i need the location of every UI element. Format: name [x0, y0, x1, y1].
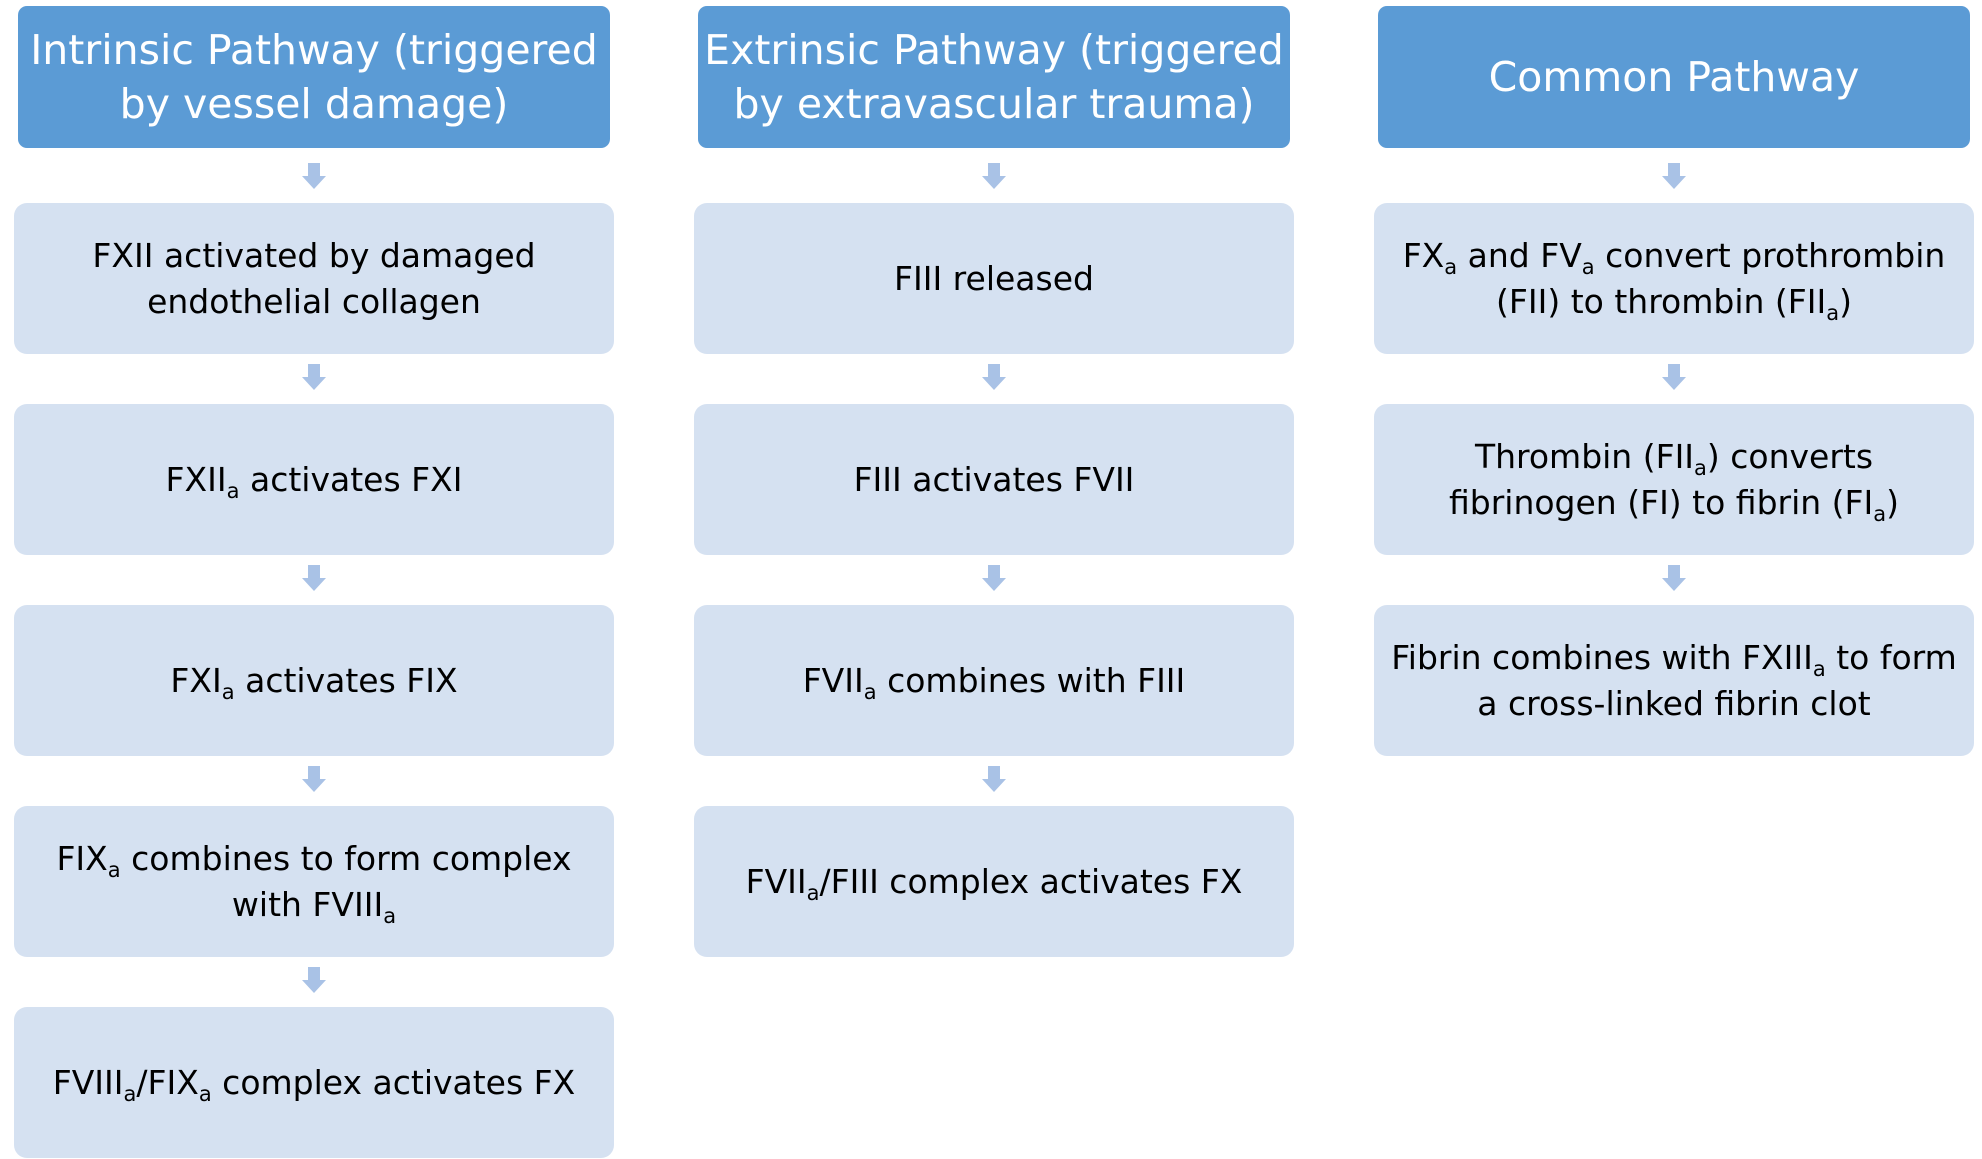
pathway-step-text: FVIIIa/FIXa complex activates FX: [52, 1062, 576, 1106]
down-arrow-icon: [302, 565, 326, 591]
pathway-step-extrinsic: FIII released: [694, 203, 1294, 354]
pathway-step-text: Fibrin combines with FXIIIa to form a cr…: [1391, 637, 1957, 723]
down-arrow-icon: [982, 163, 1006, 189]
pathway-header-common: Common Pathway: [1378, 6, 1970, 148]
pathway-step-extrinsic: FIII activates FVII: [694, 404, 1294, 555]
down-arrow-icon: [302, 163, 326, 189]
pathway-step-text: FXII activated by damaged endothelial co…: [92, 235, 536, 321]
down-arrow-icon: [982, 565, 1006, 591]
pathway-step-intrinsic: FVIIIa/FIXa complex activates FX: [14, 1007, 614, 1158]
pathway-step-text: FIII activates FVII: [853, 459, 1135, 499]
pathway-header-intrinsic: Intrinsic Pathway (triggered by vessel d…: [18, 6, 610, 148]
down-arrow-icon: [982, 766, 1006, 792]
pathway-step-intrinsic: FXII activated by damaged endothelial co…: [14, 203, 614, 354]
pathway-step-text: FIXa combines to form complex with FVIII…: [56, 838, 572, 928]
pathway-step-common: FXa and FVa convert prothrombin (FII) to…: [1374, 203, 1974, 354]
pathway-step-extrinsic: FVIIa combines with FIII: [694, 605, 1294, 756]
pathway-step-text: FXIa activates FIX: [170, 660, 458, 704]
down-arrow-icon: [1662, 163, 1686, 189]
down-arrow-icon: [1662, 565, 1686, 591]
down-arrow-icon: [302, 364, 326, 390]
pathway-step-text: FVIIa combines with FIII: [802, 660, 1186, 704]
down-arrow-icon: [1662, 364, 1686, 390]
pathway-step-intrinsic: FXIa activates FIX: [14, 605, 614, 756]
pathway-step-text: Thrombin (FIIa) converts fibrinogen (FI)…: [1448, 436, 1899, 526]
pathway-step-text: FXIIa activates FXI: [165, 459, 463, 503]
pathway-step-common: Thrombin (FIIa) converts fibrinogen (FI)…: [1374, 404, 1974, 555]
down-arrow-icon: [302, 967, 326, 993]
pathway-step-intrinsic: FXIIa activates FXI: [14, 404, 614, 555]
pathway-step-text: FVIIa/FIII complex activates FX: [745, 861, 1243, 905]
pathway-step-text: FIII released: [894, 258, 1094, 298]
pathway-step-intrinsic: FIXa combines to form complex with FVIII…: [14, 806, 614, 957]
down-arrow-icon: [302, 766, 326, 792]
pathway-step-common: Fibrin combines with FXIIIa to form a cr…: [1374, 605, 1974, 756]
pathway-step-extrinsic: FVIIa/FIII complex activates FX: [694, 806, 1294, 957]
pathway-header-extrinsic: Extrinsic Pathway (triggered by extravas…: [698, 6, 1290, 148]
down-arrow-icon: [982, 364, 1006, 390]
pathway-step-text: FXa and FVa convert prothrombin (FII) to…: [1402, 235, 1946, 325]
